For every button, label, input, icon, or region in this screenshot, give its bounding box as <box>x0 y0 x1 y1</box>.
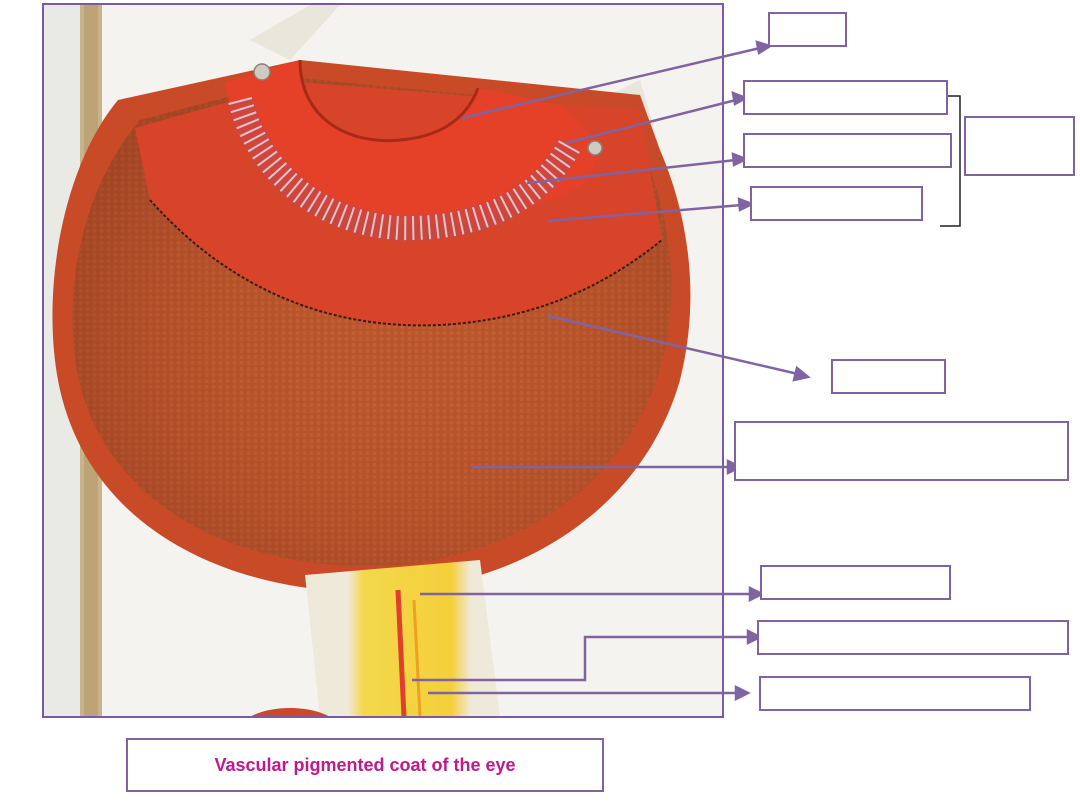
leader-line-pupil <box>461 46 761 120</box>
arrowhead <box>755 40 773 56</box>
leader-line-iris-1 <box>565 98 737 145</box>
iris <box>225 60 600 226</box>
arrowhead <box>746 628 763 646</box>
central-vein <box>412 599 422 718</box>
label-box-iris-1[interactable] <box>743 80 948 115</box>
label-box-choroid[interactable] <box>734 421 1069 481</box>
label-box-optic-nerve[interactable] <box>760 565 951 600</box>
leader-line-iris-3 <box>547 203 743 223</box>
arrowhead <box>731 152 750 167</box>
caption-box: Vascular pigmented coat of the eye <box>126 738 604 792</box>
caption-text: Vascular pigmented coat of the eye <box>214 754 516 775</box>
arrowhead <box>734 684 751 702</box>
arrowhead <box>792 365 811 382</box>
photo-frame <box>42 3 724 718</box>
pupil-notch <box>298 59 480 143</box>
label-box-ora-serrata[interactable] <box>831 359 946 394</box>
arrowhead <box>737 197 756 212</box>
central-artery <box>395 589 407 718</box>
label-bracket <box>940 95 961 227</box>
ciliary-processes <box>227 96 582 242</box>
label-box-iris-3[interactable] <box>750 186 923 221</box>
label-box-central-artery[interactable] <box>757 620 1069 655</box>
label-box-iris-2[interactable] <box>743 133 952 168</box>
label-box-bracket-group[interactable] <box>964 116 1075 176</box>
label-box-pupil[interactable] <box>768 12 847 47</box>
arrowhead <box>731 91 749 106</box>
optic-nerve <box>305 560 500 718</box>
label-box-central-vein[interactable] <box>759 676 1031 711</box>
model-pins <box>253 63 603 156</box>
bottom-object <box>250 708 330 717</box>
arrowhead <box>748 585 765 603</box>
leader-line-iris-2 <box>526 158 737 185</box>
leader-line-central-artery <box>412 635 752 682</box>
leader-line-ora-serrata <box>547 314 799 376</box>
leader-lines <box>412 40 811 702</box>
